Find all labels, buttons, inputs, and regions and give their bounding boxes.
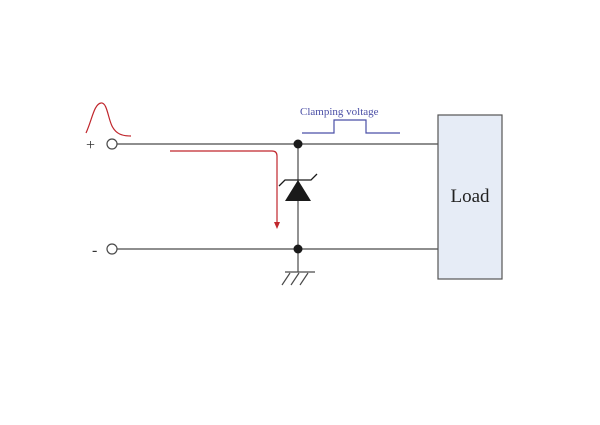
junction-dot-bottom: [293, 244, 303, 254]
load-label: Load: [450, 186, 490, 207]
surge-pulse-waveform: [85, 102, 132, 137]
negative-terminal-label: -: [92, 242, 97, 259]
ground-symbol: [281, 271, 315, 286]
positive-terminal-label: +: [86, 137, 95, 154]
surge-current-path: [170, 150, 278, 224]
junction-dot-top: [293, 139, 303, 149]
tvs-diode: [278, 173, 318, 201]
positive-terminal[interactable]: [106, 138, 118, 150]
tvs-diode-cathode-bar: [278, 173, 318, 187]
surge-current-arrowhead: [274, 222, 280, 229]
clamping-voltage-waveform: [302, 119, 400, 134]
tvs-diode-body: [285, 180, 311, 201]
load-box: [437, 114, 503, 280]
negative-terminal[interactable]: [106, 243, 118, 255]
clamping-voltage-label: Clamping voltage: [300, 106, 379, 118]
